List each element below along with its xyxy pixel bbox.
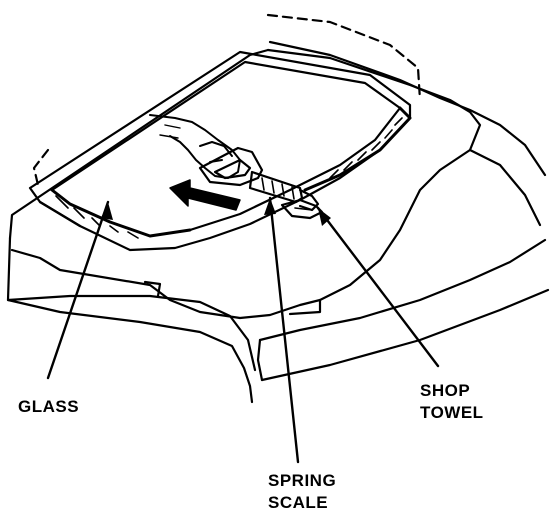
leader-arrowheads — [101, 198, 331, 226]
glass-label-text: GLASS — [18, 397, 80, 416]
glass-seal — [50, 106, 412, 239]
hand-icon — [149, 114, 241, 179]
car-roof-body — [6, 40, 550, 404]
lifted-glass-phantom — [32, 13, 422, 187]
shop-towel-label: SHOP TOWEL — [420, 380, 484, 424]
push-direction-arrow-icon — [169, 179, 241, 211]
spring-scale-label-line-1: SPRING — [268, 471, 337, 490]
spring-scale-label: SPRING SCALE — [268, 470, 336, 514]
glass-panel — [28, 50, 412, 252]
leader-lines — [46, 196, 440, 464]
shop-towel-label-line-1: SHOP — [420, 381, 471, 400]
glass-label: GLASS — [18, 396, 79, 418]
shop-towel-label-line-2: TOWEL — [420, 403, 484, 422]
spring-scale-label-line-2: SCALE — [268, 493, 329, 512]
